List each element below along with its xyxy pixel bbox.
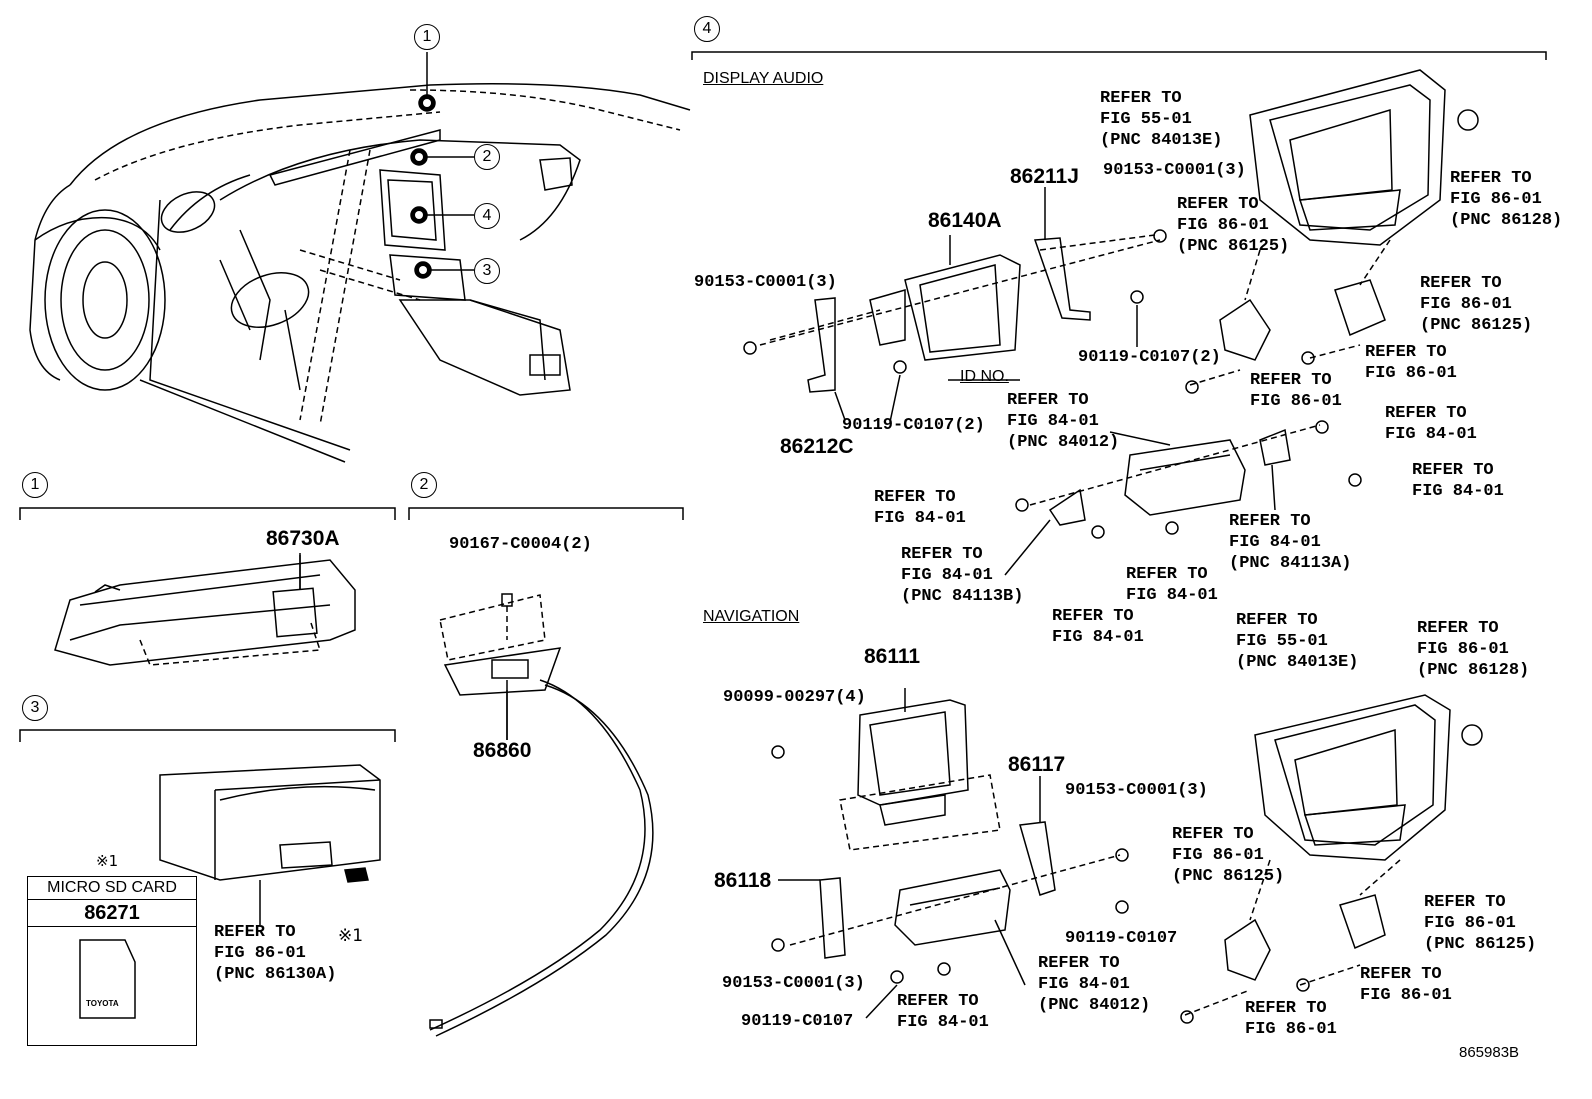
id-no-caption: ID NO. [960, 368, 1009, 385]
da-refer-8601-b: REFER TO FIG 86-01 [1250, 371, 1342, 411]
s4-display-audio-illustration [743, 69, 1479, 539]
s1-overhead-illustration [54, 555, 356, 666]
part-86140A: 86140A [928, 209, 1002, 232]
da-bolt-right-label: 90153-C0001(3) [1103, 161, 1246, 180]
micro-sd-header: MICRO SD CARD [28, 877, 196, 900]
s3-audio-unit-illustration [159, 764, 381, 925]
overview-markers [410, 52, 474, 279]
part-86860: 86860 [473, 739, 532, 762]
section-2-number: 2 [411, 472, 437, 498]
s2-bolt-label: 90167-C0004(2) [449, 535, 592, 554]
da-refer-86125-b: REFER TO FIG 86-01 (PNC 86125) [1420, 274, 1533, 335]
nv-refer-8401: REFER TO FIG 84-01 [897, 992, 989, 1032]
da-refer-55-01: REFER TO FIG 55-01 (PNC 84013E) [1100, 89, 1223, 150]
da-refer-86128: REFER TO FIG 86-01 (PNC 86128) [1450, 169, 1563, 230]
da-refer-8401-c: REFER TO FIG 84-01 [874, 488, 966, 528]
part-86730A: 86730A [266, 527, 340, 550]
s3-note-label: ※1 [338, 926, 364, 946]
da-refer-86125-a: REFER TO FIG 86-01 (PNC 86125) [1177, 195, 1290, 256]
da-refer-8601-a: REFER TO FIG 86-01 [1365, 343, 1457, 383]
nv-refer-86125-a: REFER TO FIG 86-01 (PNC 86125) [1172, 825, 1285, 886]
da-refer-84012: REFER TO FIG 84-01 (PNC 84012) [1007, 391, 1120, 452]
nv-refer-55-01: REFER TO FIG 55-01 (PNC 84013E) [1236, 611, 1359, 672]
section-brackets [19, 51, 1547, 742]
car-interior-illustration [29, 83, 691, 463]
section-4-number: 4 [694, 16, 720, 42]
part-86211J: 86211J [1010, 165, 1079, 188]
micro-sd-card-box: MICRO SD CARD 86271 TOYOTA [27, 876, 197, 1046]
part-86118: 86118 [714, 869, 772, 892]
nv-nut-left-label: 90119-C0107 [741, 1012, 854, 1031]
overview-callout-1: 1 [414, 24, 440, 50]
display-audio-caption: DISPLAY AUDIO [703, 70, 824, 87]
micro-sd-part-number: 86271 [28, 900, 196, 927]
overview-callout-2: 2 [474, 144, 500, 170]
section-3-number: 3 [22, 695, 48, 721]
part-86117: 86117 [1008, 753, 1066, 776]
nv-bolt-right-label: 90153-C0001(3) [1065, 781, 1208, 800]
nv-refer-86128: REFER TO FIG 86-01 (PNC 86128) [1417, 619, 1530, 680]
da-refer-8401-b: REFER TO FIG 84-01 [1412, 461, 1504, 501]
nv-bolt-top-label: 90099-00297(4) [723, 688, 866, 707]
nv-refer-86125-b: REFER TO FIG 86-01 (PNC 86125) [1424, 893, 1537, 954]
da-nut-left-label: 90119-C0107(2) [842, 416, 985, 435]
da-bolt-left-label: 90153-C0001(3) [694, 273, 837, 292]
da-nut-right-label: 90119-C0107(2) [1078, 348, 1221, 367]
da-refer-84113B: REFER TO FIG 84-01 (PNC 84113B) [901, 545, 1024, 606]
overview-callout-3: 3 [474, 258, 500, 284]
micro-sd-card-art [79, 939, 136, 1019]
figure-code: 865983B [1459, 1044, 1520, 1061]
nv-refer-84012: REFER TO FIG 84-01 (PNC 84012) [1038, 954, 1151, 1015]
da-refer-8401-a: REFER TO FIG 84-01 [1385, 404, 1477, 444]
nv-bolt-left-label: 90153-C0001(3) [722, 974, 865, 993]
nv-nut-right-label: 90119-C0107 [1065, 929, 1178, 948]
da-refer-8401-d: REFER TO FIG 84-01 [1126, 565, 1218, 605]
nv-refer-8601-a: REFER TO FIG 86-01 [1360, 965, 1452, 1005]
leader-lines [299, 187, 1276, 1019]
s4-navigation-illustration [771, 694, 1483, 1024]
nv-refer-8601-b: REFER TO FIG 86-01 [1245, 999, 1337, 1039]
part-86111: 86111 [864, 645, 921, 668]
part-86212C: 86212C [780, 435, 854, 458]
s2-microphone-illustration [429, 593, 654, 1037]
micro-sd-brand: TOYOTA [86, 999, 119, 1008]
da-refer-8401-e: REFER TO FIG 84-01 [1052, 607, 1144, 647]
section-1-number: 1 [22, 472, 48, 498]
overview-callout-4: 4 [474, 203, 500, 229]
navigation-caption: NAVIGATION [703, 608, 800, 625]
micro-sd-note: ※1 [96, 852, 119, 870]
s3-refer-label: REFER TO FIG 86-01 (PNC 86130A) [214, 923, 337, 984]
da-refer-84113A: REFER TO FIG 84-01 (PNC 84113A) [1229, 512, 1352, 573]
